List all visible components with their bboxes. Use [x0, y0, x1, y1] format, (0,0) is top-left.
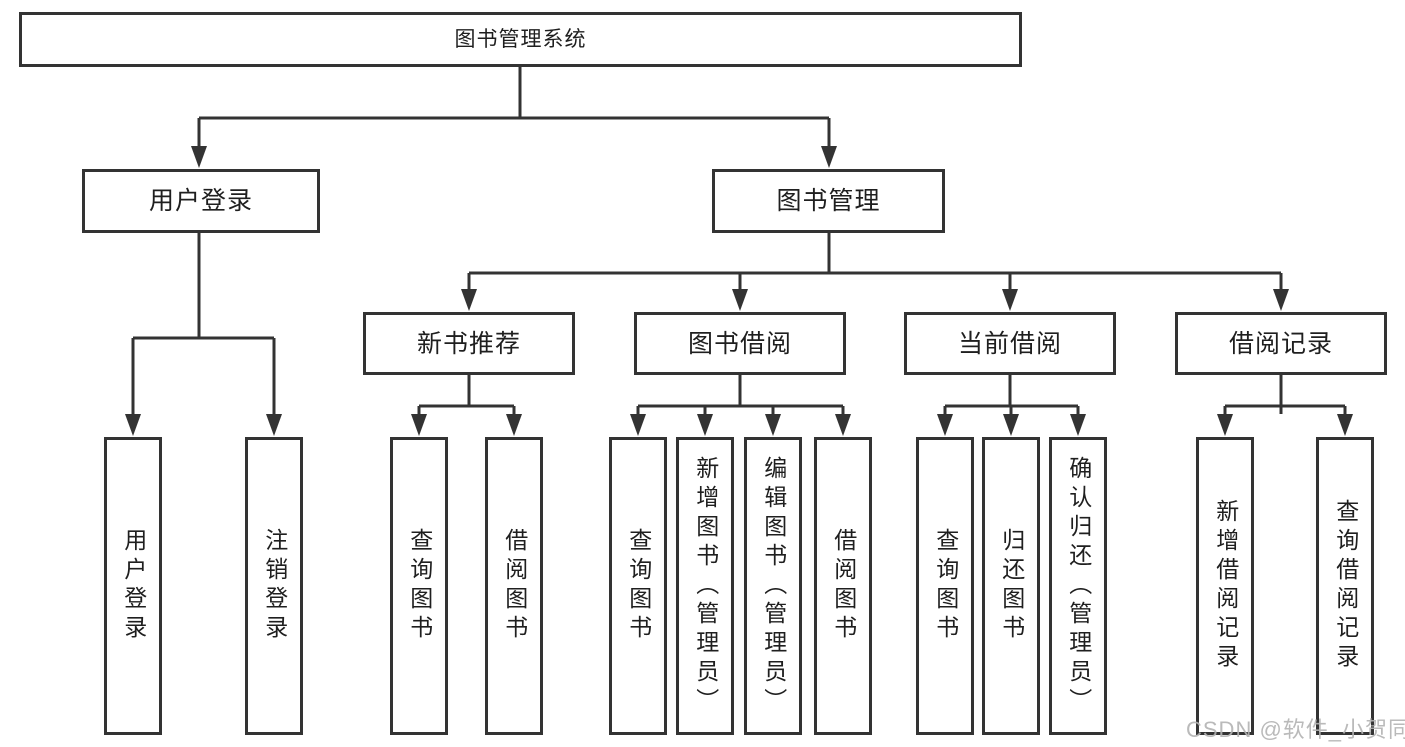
leaf-query-books-borrow: 查询图书 — [609, 437, 667, 735]
arrow-down-icon — [937, 414, 953, 436]
arrow-down-icon — [1003, 414, 1019, 436]
leaf-confirm-return-admin: 确认归还（管理员） — [1049, 437, 1107, 735]
arrow-down-icon — [630, 414, 646, 436]
node-user-login: 用户登录 — [82, 169, 320, 233]
node-book-borrow: 图书借阅 — [634, 312, 846, 375]
connector-lines — [131, 67, 1347, 418]
leaf-borrow-books: 借阅图书 — [814, 437, 872, 735]
leaf-user-login: 用户登录 — [104, 437, 162, 735]
node-book-management: 图书管理 — [712, 169, 945, 233]
arrow-down-icon — [1217, 414, 1233, 436]
leaf-query-books-current: 查询图书 — [916, 437, 974, 735]
arrow-down-icon — [765, 414, 781, 436]
leaf-add-book-admin: 新增图书（管理员） — [676, 437, 734, 735]
arrow-down-icon — [411, 414, 427, 436]
leaf-add-borrow-record: 新增借阅记录 — [1196, 437, 1254, 735]
leaf-query-borrow-record: 查询借阅记录 — [1316, 437, 1374, 735]
node-borrow-records: 借阅记录 — [1175, 312, 1387, 375]
arrow-down-icon — [1002, 289, 1018, 311]
arrow-down-icon — [461, 289, 477, 311]
arrow-down-icon — [697, 414, 713, 436]
arrow-down-icon — [835, 414, 851, 436]
leaf-edit-book-admin: 编辑图书（管理员） — [744, 437, 802, 735]
watermark: CSDN @软件_小贺同学 — [1186, 717, 1405, 742]
arrow-down-icon — [266, 414, 282, 436]
arrow-down-icon — [191, 146, 207, 168]
leaf-query-books-recommend: 查询图书 — [390, 437, 448, 735]
arrow-down-icon — [821, 146, 837, 168]
arrow-down-icon — [732, 289, 748, 311]
node-new-book-recommend: 新书推荐 — [363, 312, 575, 375]
arrow-down-icon — [125, 414, 141, 436]
arrow-down-icon — [506, 414, 522, 436]
leaf-borrow-books-recommend: 借阅图书 — [485, 437, 543, 735]
arrow-down-icon — [1070, 414, 1086, 436]
leaf-return-book: 归还图书 — [982, 437, 1040, 735]
arrow-down-icon — [1273, 289, 1289, 311]
arrow-down-icon — [1337, 414, 1353, 436]
node-current-borrow: 当前借阅 — [904, 312, 1116, 375]
arrowheads — [125, 146, 1353, 436]
node-root: 图书管理系统 — [19, 12, 1022, 67]
leaf-logout: 注销登录 — [245, 437, 303, 735]
